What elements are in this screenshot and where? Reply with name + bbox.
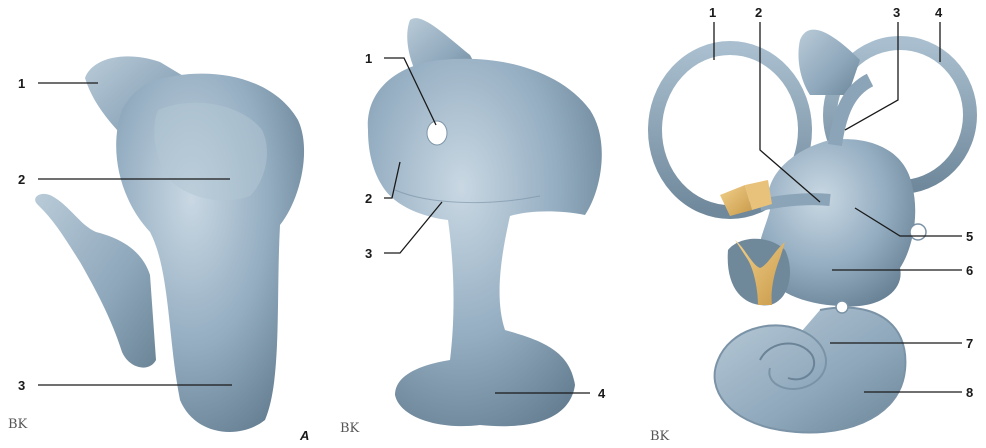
panel-3-label-8: 8 <box>966 385 973 400</box>
panel-2-label-3: 3 <box>365 246 372 261</box>
panel-1-label-2: 2 <box>18 172 25 187</box>
panel-2-illustration <box>368 18 602 426</box>
panel-3-label-5: 5 <box>966 229 973 244</box>
panel-3-label-3: 3 <box>893 5 900 20</box>
panel-1-signature: BK <box>8 417 28 432</box>
panel-2-signature: BK <box>340 421 360 436</box>
panel-2-label-1: 1 <box>365 51 372 66</box>
panel-2-label-2: 2 <box>365 191 372 206</box>
panel-3-label-6: 6 <box>966 263 973 278</box>
panel-1-label-1: 1 <box>18 76 25 91</box>
panel-1-corner-mark: A <box>299 428 309 443</box>
panel-1-label-3: 3 <box>18 378 25 393</box>
panel-3-label-2: 2 <box>755 5 762 20</box>
panel-1-illustration <box>35 56 304 432</box>
panel-3-label-4: 4 <box>935 5 943 20</box>
panel-3-illustration <box>655 30 970 433</box>
panel-3-label-1: 1 <box>709 5 716 20</box>
panel-3-signature: BK <box>650 429 670 444</box>
panel-2-label-4: 4 <box>598 386 606 401</box>
panel-3-label-7: 7 <box>966 336 973 351</box>
